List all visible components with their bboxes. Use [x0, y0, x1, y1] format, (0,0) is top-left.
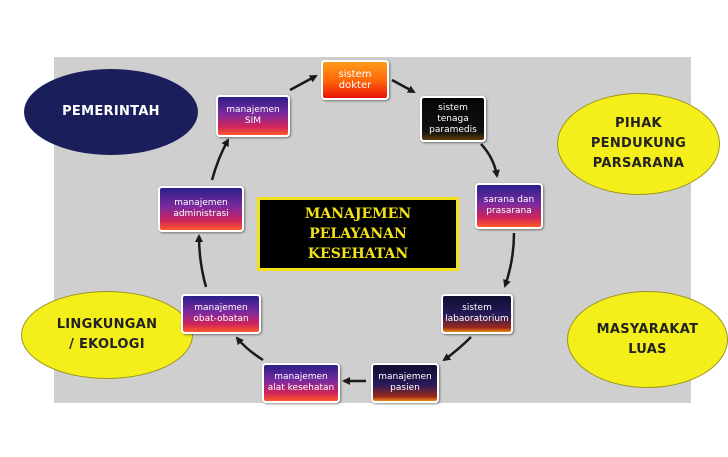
node-sistem-dokter: sistem dokter [321, 60, 389, 100]
stakeholder-pihak-pendukung: PIHAK PENDUKUNG PARSARANA [557, 93, 720, 195]
stakeholder-lingkungan-label: LINGKUNGAN / EKOLOGI [56, 317, 158, 352]
center-title: MANAJEMEN PELAYANAN KESEHATAN [257, 197, 459, 271]
stakeholder-pihak-pendukung-label: PIHAK PENDUKUNG PARSARANA [590, 116, 687, 171]
node-manajemen-alat-kesehatan: manajemen alat kesehatan [262, 363, 340, 403]
stakeholder-masyarakat-label: MASYARAKAT LUAS [596, 321, 699, 357]
node-sistem-laboratorium: sistem labaoratorium [441, 294, 513, 334]
stakeholder-pemerintah: PEMERINTAH [24, 69, 198, 155]
node-manajemen-sim: manajemen SIM [216, 95, 290, 137]
stakeholder-masyarakat: MASYARAKAT LUAS [567, 291, 728, 388]
node-sarana-prasarana: sarana dan prasarana [475, 183, 543, 229]
node-manajemen-administrasi: manajemen administrasi [158, 186, 244, 232]
node-manajemen-obat-obatan: manajemen obat-obatan [181, 294, 261, 334]
node-sistem-tenaga-paramedis: sistem tenaga paramedis [420, 96, 486, 142]
node-manajemen-pasien: manajemen pasien [371, 363, 439, 403]
stakeholder-lingkungan: LINGKUNGAN / EKOLOGI [21, 291, 193, 379]
stakeholder-pemerintah-label: PEMERINTAH [62, 104, 160, 119]
